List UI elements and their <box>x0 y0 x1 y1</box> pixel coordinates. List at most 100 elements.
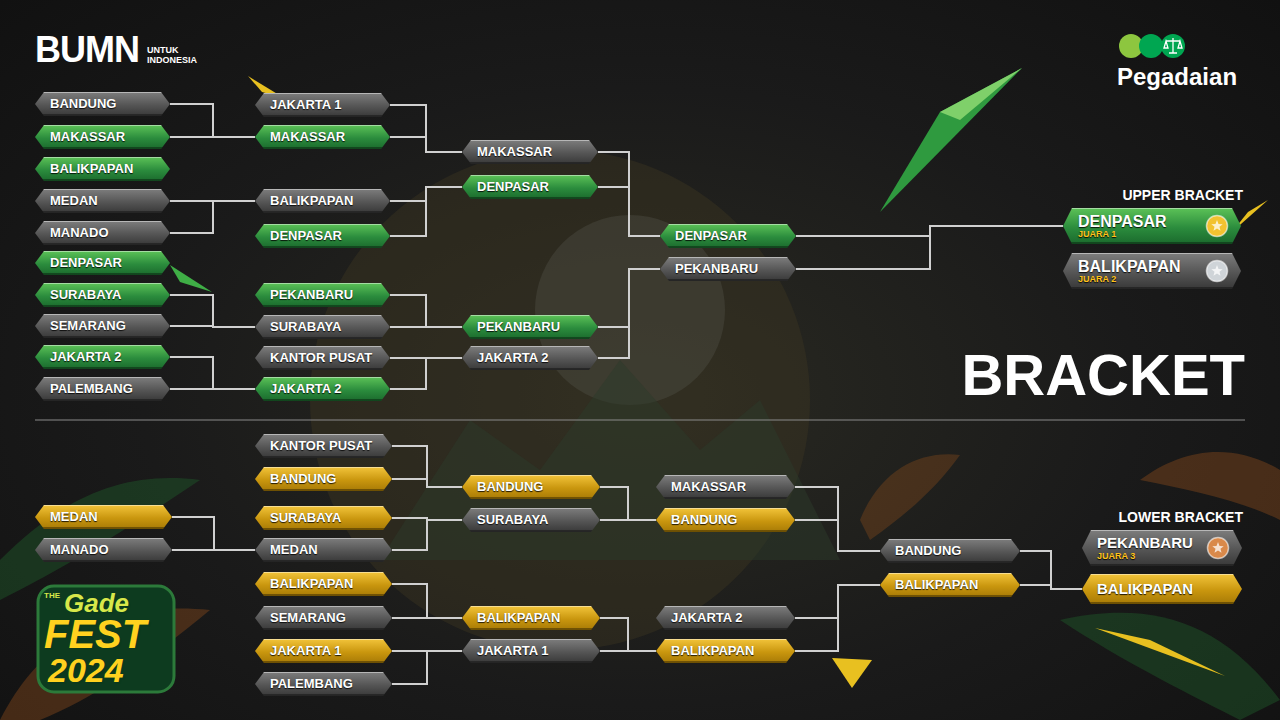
team-plate: MEDAN <box>35 505 172 529</box>
bracket-line <box>795 487 880 551</box>
team-name: MAKASSAR <box>477 145 552 159</box>
team-plate: BALIKPAPAN <box>255 189 390 213</box>
title-text: BRACKET <box>961 343 1245 407</box>
team-plate: KANTOR PUSAT <box>255 434 392 458</box>
team-name: MEDAN <box>50 510 98 524</box>
bracket-line <box>390 187 462 236</box>
team-plate: BANDUNG <box>462 475 600 499</box>
rank-label: JUARA 3 <box>1097 552 1135 561</box>
team-plate: KANTOR PUSAT <box>255 346 390 370</box>
fest-logo-ground <box>38 586 174 692</box>
logo-circle <box>1139 34 1163 58</box>
team-name: KANTOR PUSAT <box>270 351 372 365</box>
team-plate: MEDAN <box>255 538 392 562</box>
team-plate: MEDAN <box>35 189 170 213</box>
team-name: JAKARTA 2 <box>477 351 549 365</box>
logo-text: Gade <box>64 590 129 616</box>
bracket-line <box>170 295 255 327</box>
bracket-line <box>390 358 462 389</box>
team-name: JAKARTA 1 <box>270 644 342 658</box>
divider-line <box>35 420 1245 421</box>
team-plate: BALIKPAPAN <box>35 157 170 181</box>
rank-label: JUARA 2 <box>1078 275 1116 284</box>
team-plate: SURABAYA <box>255 315 390 339</box>
team-plate: DENPASAR <box>462 175 598 199</box>
team-name: DENPASAR <box>1078 213 1167 231</box>
bracket-line <box>598 152 660 236</box>
team-name: JAKARTA 1 <box>477 644 549 658</box>
logo-text: THE <box>44 592 60 601</box>
team-name: MAKASSAR <box>671 480 746 494</box>
team-name: SURABAYA <box>270 320 341 334</box>
logo-text: BUMN <box>35 30 139 70</box>
team-name: BALIKPAPAN <box>50 162 133 176</box>
bracket-line <box>600 519 656 521</box>
logo-text: FEST <box>44 614 146 654</box>
team-name: PEKANBARU <box>270 288 353 302</box>
logo-subtext: UNTUK INDONESIA <box>147 45 209 65</box>
scale-icon <box>1164 38 1182 53</box>
bracket-line <box>392 584 462 618</box>
team-name: JAKARTA 2 <box>270 382 342 396</box>
bracket-line <box>390 326 462 328</box>
team-name: PEKANBARU <box>477 320 560 334</box>
team-plate: PEKANBARU <box>255 283 390 307</box>
team-name: JAKARTA 2 <box>50 350 122 364</box>
leaf <box>0 478 200 600</box>
team-plate: JAKARTA 1 <box>462 639 600 663</box>
bracket-line <box>392 446 462 487</box>
team-plate: DENPASAR <box>255 224 390 248</box>
team-name: BANDUNG <box>671 513 737 527</box>
team-plate: BALIKPAPANJUARA 2 <box>1063 253 1241 289</box>
team-plate: PALEMBANG <box>255 672 392 696</box>
team-name: MAKASSAR <box>270 130 345 144</box>
team-name: SURABAYA <box>477 513 548 527</box>
team-plate: MAKASSAR <box>35 125 170 149</box>
team-name: SEMARANG <box>270 611 346 625</box>
team-plate: JAKARTA 2 <box>656 606 795 630</box>
team-plate: SURABAYA <box>462 508 600 532</box>
team-plate: JAKARTA 1 <box>255 93 390 117</box>
team-plate: BANDUNG <box>255 467 392 491</box>
team-name: BANDUNG <box>270 472 336 486</box>
team-plate: MAKASSAR <box>255 125 390 149</box>
bracket-line <box>392 617 462 619</box>
team-plate: BALIKPAPAN <box>462 606 600 630</box>
team-name: BALIKPAPAN <box>1097 581 1193 598</box>
team-name: SURABAYA <box>50 288 121 302</box>
logo-circle <box>1161 34 1185 58</box>
section-heading: LOWER BRACKET <box>1119 510 1243 525</box>
team-name: DENPASAR <box>675 229 747 243</box>
logo-text: Pegadaian <box>1117 64 1237 90</box>
team-plate: DENPASAR <box>660 224 796 248</box>
bracket-line <box>392 651 462 684</box>
team-name: MAKASSAR <box>50 130 125 144</box>
team-name: BALIKPAPAN <box>477 611 560 625</box>
team-plate: BALIKPAPAN <box>656 639 795 663</box>
team-plate: PEKANBARUJUARA 3 <box>1082 530 1242 566</box>
mountain <box>380 360 840 560</box>
team-plate: BANDUNG <box>880 539 1020 563</box>
bracket-line <box>1020 585 1082 589</box>
bracket-line <box>600 650 656 652</box>
team-name: BALIKPAPAN <box>270 194 353 208</box>
team-name: MEDAN <box>50 194 98 208</box>
bracket-line <box>795 585 880 651</box>
green-arrow <box>880 68 1022 212</box>
team-name: KANTOR PUSAT <box>270 439 372 453</box>
logo-text: 2024 <box>48 653 124 687</box>
team-name: BALIKPAPAN <box>895 578 978 592</box>
team-plate: JAKARTA 2 <box>255 377 390 401</box>
team-name: DENPASAR <box>50 256 122 270</box>
team-name: JAKARTA 1 <box>270 98 342 112</box>
team-plate: MANADO <box>35 221 170 245</box>
team-name: SEMARANG <box>50 319 126 333</box>
bracket-line <box>600 618 656 651</box>
team-plate: BANDUNG <box>35 92 170 116</box>
team-plate: BALIKPAPAN <box>880 573 1020 597</box>
team-name: JAKARTA 2 <box>671 611 743 625</box>
bracket-line <box>172 549 255 551</box>
medal-icon <box>1205 259 1229 283</box>
team-name: BALIKPAPAN <box>671 644 754 658</box>
yellow-arrow <box>170 265 212 292</box>
